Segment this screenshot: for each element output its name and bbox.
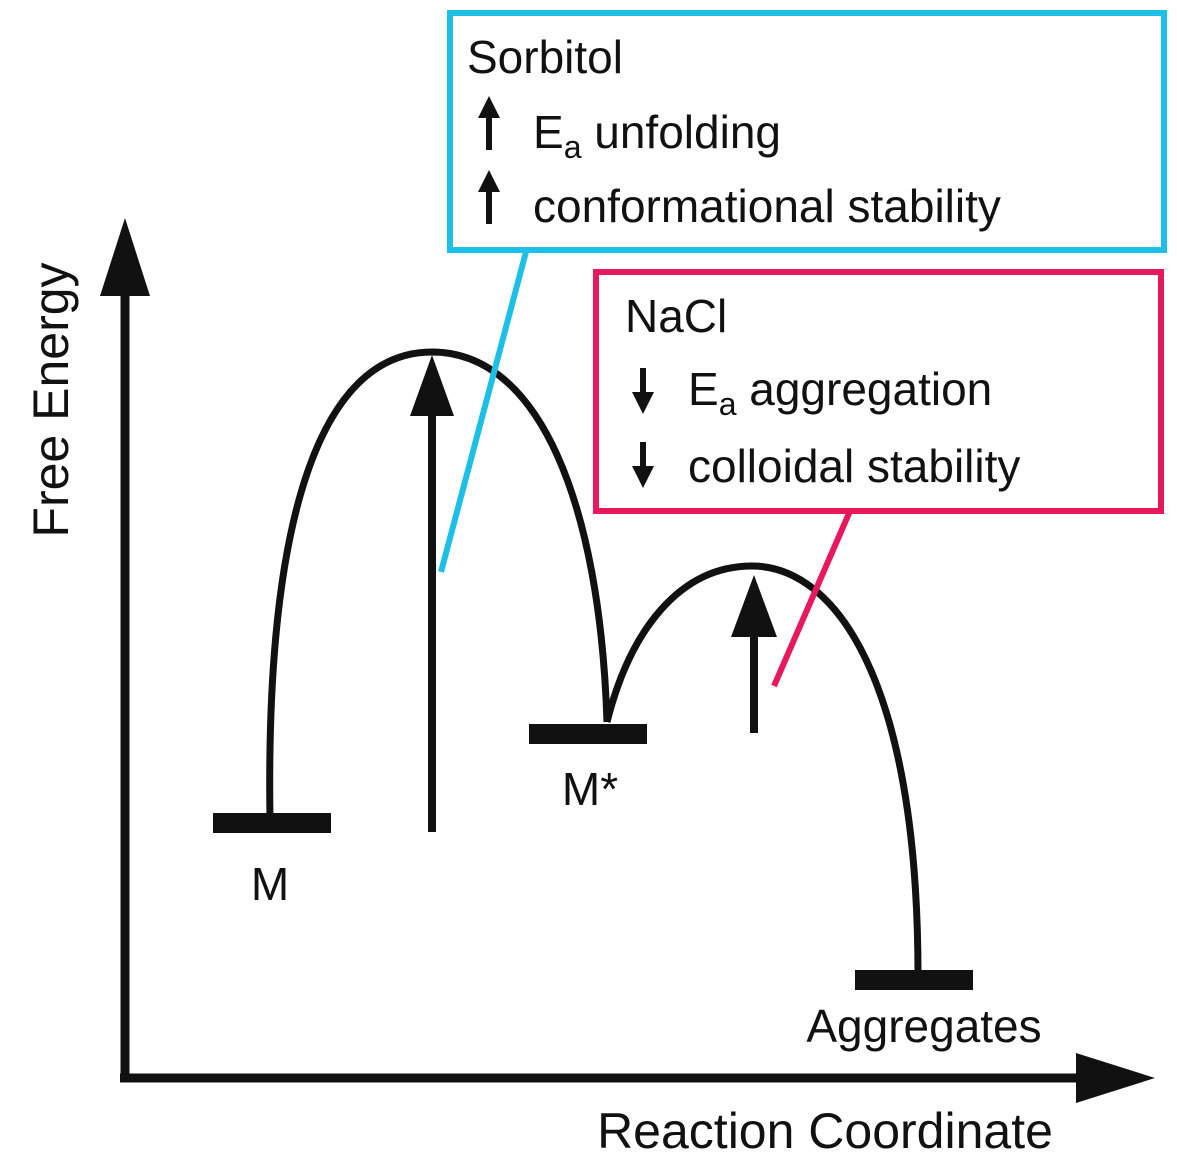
activation-arrow-aggregation bbox=[731, 575, 777, 733]
state-label-m: M bbox=[251, 858, 289, 910]
barrier-2-curve bbox=[603, 562, 922, 976]
energy-curve bbox=[266, 348, 922, 976]
ea-symbol: E bbox=[688, 363, 719, 415]
nacl-box: NaCl Ea aggregation colloidal stability bbox=[593, 269, 1164, 514]
state-label-m-star: M* bbox=[562, 763, 618, 815]
arrow-down-icon bbox=[632, 368, 654, 414]
y-axis-arrowhead bbox=[100, 218, 150, 296]
level-bar-m-star bbox=[529, 724, 647, 744]
level-bar-aggregates bbox=[855, 970, 973, 990]
sorbitol-line-1: Ea unfolding bbox=[533, 106, 781, 165]
activation-arrow-unfolding bbox=[410, 355, 454, 832]
nacl-connector bbox=[771, 509, 853, 688]
ea-subscript: a bbox=[719, 386, 737, 422]
nacl-title: NaCl bbox=[625, 290, 727, 342]
nacl-line-1: Ea aggregation bbox=[688, 363, 992, 422]
x-axis-arrowhead bbox=[1076, 1053, 1155, 1103]
axes bbox=[100, 218, 1155, 1103]
barrier-1-curve bbox=[266, 348, 611, 821]
arrow-down-icon bbox=[632, 442, 654, 488]
nacl-box-border bbox=[593, 269, 1164, 514]
sorbitol-line-2: conformational stability bbox=[533, 180, 1001, 232]
sorbitol-box: Sorbitol Ea unfolding conformational sta… bbox=[447, 10, 1167, 253]
ea-subscript: a bbox=[564, 129, 582, 165]
state-label-aggregates: Aggregates bbox=[806, 1000, 1041, 1052]
arrow-up-icon bbox=[478, 96, 500, 150]
sorbitol-connector bbox=[438, 247, 530, 573]
nacl-line-2: colloidal stability bbox=[688, 440, 1020, 492]
nacl-line-1-text: aggregation bbox=[736, 363, 992, 415]
sorbitol-title: Sorbitol bbox=[467, 31, 623, 83]
sorbitol-line-1-text: unfolding bbox=[581, 106, 781, 158]
x-axis-label: Reaction Coordinate bbox=[597, 1103, 1053, 1159]
sorbitol-box-border bbox=[447, 10, 1167, 253]
arrow-up-icon bbox=[478, 170, 500, 224]
y-axis-label: Free Energy bbox=[23, 262, 79, 537]
ea-symbol: E bbox=[533, 106, 564, 158]
level-bar-m bbox=[213, 813, 331, 833]
